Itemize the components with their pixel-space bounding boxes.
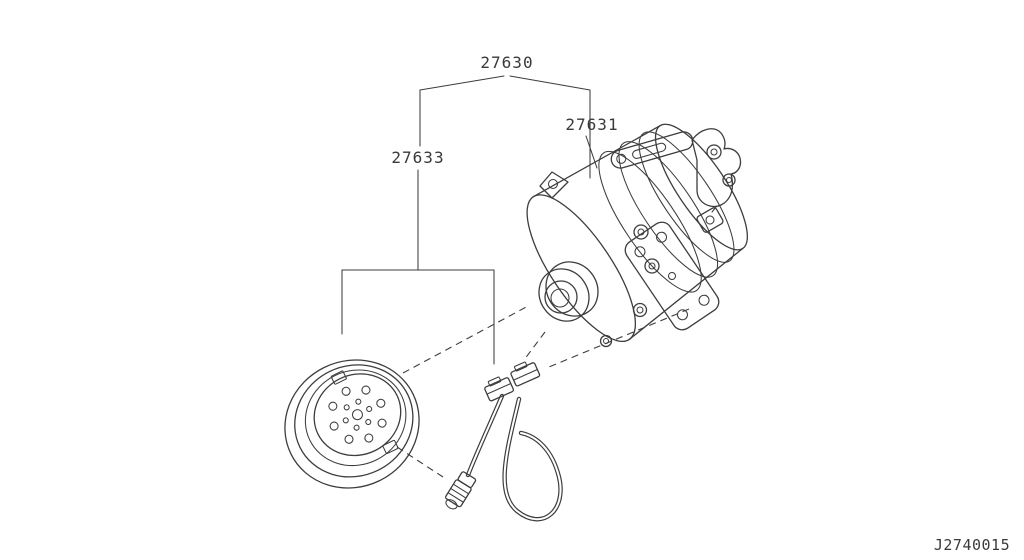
mounting-ear (539, 171, 569, 199)
part-number-27633[interactable]: 27633 (391, 148, 444, 167)
magnet-clutch-pulley-drawing (284, 359, 420, 489)
harness-wire-loop (502, 396, 563, 522)
pressure-sensor-plug (444, 471, 477, 510)
dash-nose-to-connector (523, 331, 546, 361)
leader-27633 (341, 169, 495, 365)
dash-pulley-to-nose (402, 304, 531, 374)
rear-head-block (624, 221, 720, 331)
sensor-wire (465, 393, 505, 478)
pulley-bolt-holes (328, 385, 387, 444)
compressor-body (526, 123, 749, 343)
part-number-27630[interactable]: 27630 (480, 53, 533, 72)
compressor-nose (538, 261, 599, 322)
pulley-face (313, 373, 402, 457)
dash-body-to-connector (548, 308, 690, 368)
harness-drawing (444, 361, 563, 522)
connector-plugs (484, 361, 541, 402)
compressor-drawing (526, 123, 749, 348)
coil-terminal-blocks (330, 370, 399, 455)
part-number-27631[interactable]: 27631 (565, 115, 618, 134)
top-bracket-bar (610, 131, 694, 169)
pulley-rim (284, 359, 420, 489)
leader-27631 (585, 135, 598, 169)
mounting-bosses (599, 224, 660, 348)
assembly-alignment-dashes (396, 304, 690, 478)
dash-pulley-to-sensor (396, 446, 444, 478)
diagram-id-code: J2740015 (934, 536, 1010, 554)
right-bracket (691, 128, 742, 233)
callout-leader-lines (341, 75, 598, 365)
